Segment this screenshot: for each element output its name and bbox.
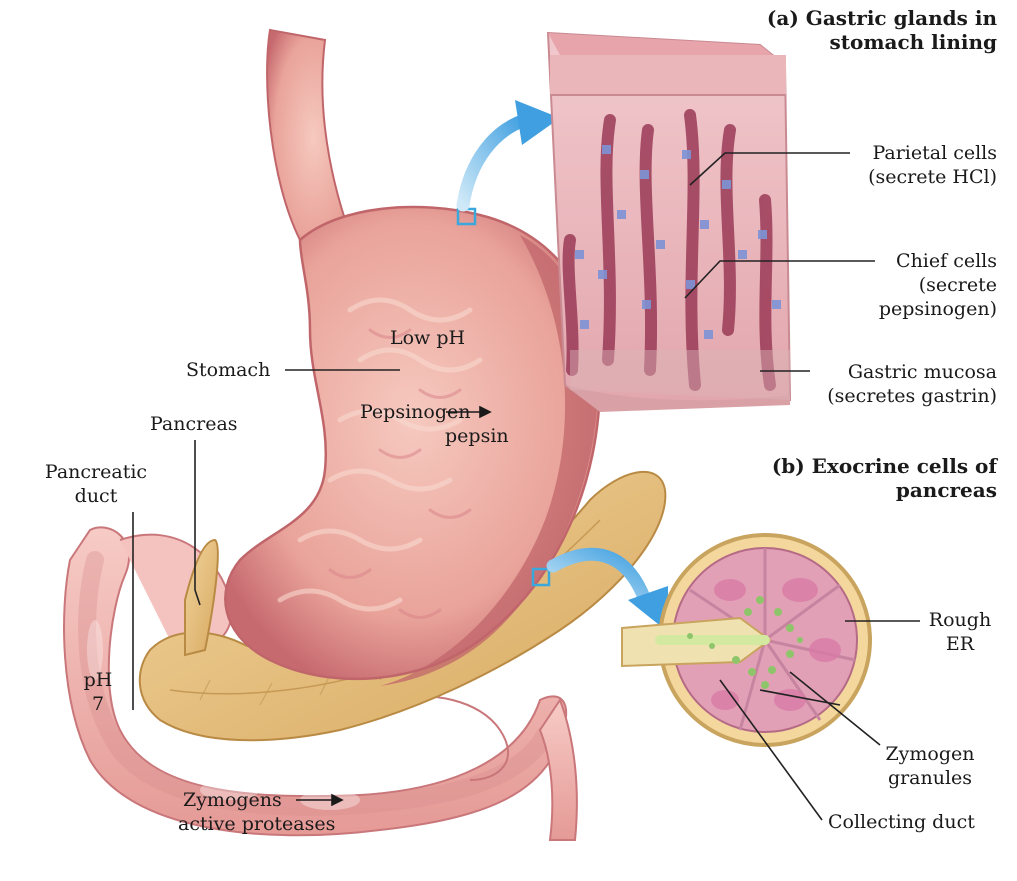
ph7-label: pH 7 xyxy=(78,668,118,716)
exocrine-cells-title: (b) Exocrine cells of pancreas xyxy=(772,454,997,502)
pancreatic-duct-label: Pancreatic duct xyxy=(36,460,156,508)
gastric-gland-inset xyxy=(548,33,790,412)
gastric-glands-title: (a) Gastric glands in stomach lining xyxy=(767,6,997,54)
low-ph-label: Low pH xyxy=(390,326,465,350)
acinus-inset xyxy=(622,535,870,745)
stomach-label: Stomach xyxy=(186,358,270,382)
collecting-duct-label: Collecting duct xyxy=(828,810,975,834)
gastric-mucosa-label: Gastric mucosa (secretes gastrin) xyxy=(827,360,997,408)
zymogens-label: Zymogens xyxy=(183,788,282,812)
parietal-cells-label: Parietal cells (secrete HCl) xyxy=(868,141,997,189)
chief-cells-label: Chief cells (secrete pepsinogen) xyxy=(879,249,997,321)
pepsin-label: pepsin xyxy=(445,424,509,448)
active-proteases-label: active proteases xyxy=(178,812,335,836)
rough-er-label: Rough ER xyxy=(920,608,1000,656)
zymogen-granules-label: Zymogen granules xyxy=(870,742,990,790)
pancreas-label: Pancreas xyxy=(150,412,238,436)
pepsinogen-label: Pepsinogen xyxy=(360,400,470,424)
curved-arrow-icon xyxy=(463,100,560,205)
